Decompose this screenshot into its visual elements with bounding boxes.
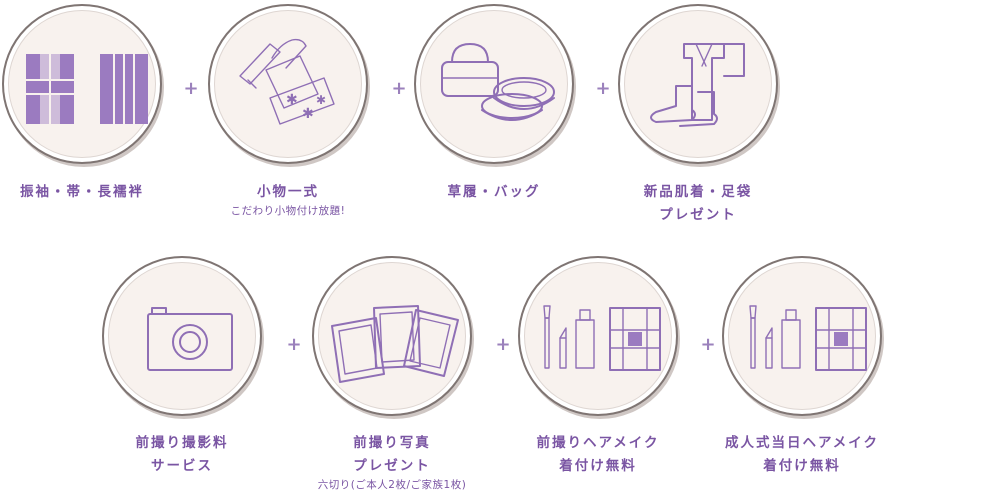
plus-sign: + xyxy=(391,78,407,99)
item-label: 小物一式 こだわり小物付け放題! xyxy=(168,181,408,219)
item-title: 振袖・帯・長襦袢 xyxy=(20,184,144,200)
item-title-line2: 着付け無料 xyxy=(559,458,637,474)
item-title-line2: プレゼント xyxy=(353,458,431,474)
plus-sign: + xyxy=(495,334,511,355)
plus-sign: + xyxy=(286,334,302,355)
camera-icon xyxy=(147,307,233,371)
svg-text:✱: ✱ xyxy=(316,93,326,107)
item-label: 前撮り写真 プレゼント 六切り(ご本人2枚/ご家族1枚) xyxy=(272,432,512,493)
item-title: 前撮り撮影料 xyxy=(135,435,229,451)
item-label: 成人式当日ヘアメイク 着付け無料 xyxy=(682,432,922,478)
item-title-line2: サービス xyxy=(151,458,213,474)
svg-text:✱: ✱ xyxy=(286,92,298,108)
item-title: 成人式当日ヘアメイク xyxy=(724,435,880,451)
item-label: 新品肌着・足袋 プレゼント xyxy=(578,181,818,227)
kimono-set-icon xyxy=(26,54,148,124)
item-circle-accessories: ✱ ✱ ✱ xyxy=(208,4,368,164)
item-label: 前撮り撮影料 サービス xyxy=(62,432,302,478)
item-title-line2: 着付け無料 xyxy=(763,458,841,474)
underwear-tabi-icon xyxy=(650,43,745,127)
item-circle-photos xyxy=(312,256,472,416)
plus-sign: + xyxy=(700,334,716,355)
item-subtitle: 六切り(ご本人2枚/ご家族1枚) xyxy=(317,479,467,491)
photos-icon xyxy=(331,305,459,383)
item-title: 前撮り写真 xyxy=(353,435,431,451)
item-label: 草履・バッグ xyxy=(374,181,614,204)
item-label: 振袖・帯・長襦袢 xyxy=(0,181,202,204)
makeup-kimono-icon xyxy=(749,305,867,371)
item-title: 新品肌着・足袋 xyxy=(643,184,753,200)
item-circle-camera xyxy=(102,256,262,416)
item-circle-makeup-1 xyxy=(518,256,678,416)
plus-sign: + xyxy=(183,78,199,99)
item-title: 草履・バッグ xyxy=(447,184,541,200)
makeup-kimono-icon xyxy=(543,305,661,371)
item-circle-underwear xyxy=(618,4,778,164)
item-title: 小物一式 xyxy=(257,184,319,200)
svg-text:✱: ✱ xyxy=(302,106,314,122)
plus-sign: + xyxy=(595,78,611,99)
item-title-line2: プレゼント xyxy=(659,207,737,223)
item-circle-makeup-2 xyxy=(722,256,882,416)
item-title: 前撮りヘアメイク xyxy=(536,435,660,451)
zori-bag-icon xyxy=(441,43,555,121)
item-circle-zori-bag xyxy=(414,4,574,164)
accessories-icon: ✱ ✱ ✱ xyxy=(239,38,335,125)
item-circle-kimono xyxy=(2,4,162,164)
item-subtitle: こだわり小物付け放題! xyxy=(230,205,346,217)
item-label: 前撮りヘアメイク 着付け無料 xyxy=(478,432,718,478)
